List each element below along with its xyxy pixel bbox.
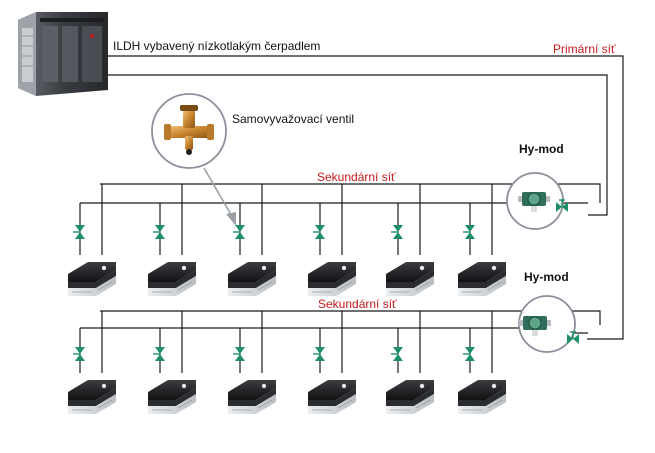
secondary-network-top-label: Sekundární síť — [317, 170, 396, 184]
two-way-valve-icon — [313, 225, 325, 239]
hymod-bottom-label: Hy-mod — [524, 270, 569, 284]
two-way-valve-icon — [463, 225, 475, 239]
callout-pointer-line — [203, 167, 234, 219]
indoor-units — [68, 225, 506, 414]
callout-pointer-arrowhead — [226, 212, 236, 226]
cassette-indoor-unit-icon — [228, 262, 276, 296]
hymod-bottom-valve-icon — [567, 331, 579, 344]
two-way-valve-icon — [73, 225, 85, 239]
pump-module-icon — [519, 316, 551, 336]
secondary-network-bottom-label: Sekundární síť — [318, 297, 397, 311]
two-way-valve-icon — [313, 347, 325, 361]
two-way-valve-icon — [73, 347, 85, 361]
cassette-indoor-unit-icon — [386, 262, 434, 296]
outdoor-unit-icon — [18, 12, 108, 96]
two-way-valve-icon — [233, 347, 245, 361]
balancing-valve-label: Samovyvažovací ventil — [232, 112, 355, 126]
secondary-pipe-bottom-supply — [100, 310, 601, 325]
two-way-valve-icon — [233, 225, 245, 239]
cassette-indoor-unit-icon — [68, 380, 116, 414]
hymod-top-valve-icon — [556, 199, 568, 212]
hymod-bottom — [518, 295, 579, 353]
balancing-valve-callout — [151, 93, 227, 169]
secondary-pipe-top-supply — [100, 183, 601, 203]
cassette-indoor-unit-icon — [458, 380, 506, 414]
cassette-indoor-unit-icon — [68, 262, 116, 296]
primary-pipe-outer — [108, 55, 624, 340]
two-way-valve-icon — [463, 347, 475, 361]
outdoor-unit-label: ILDH vybavený nízkotlakým čerpadlem — [113, 39, 321, 53]
hymod-top-label: Hy-mod — [519, 142, 564, 156]
cassette-indoor-unit-icon — [228, 380, 276, 414]
balancing-valve-icon — [164, 105, 214, 155]
cassette-indoor-unit-icon — [458, 262, 506, 296]
cassette-indoor-unit-icon — [308, 262, 356, 296]
two-way-valve-icon — [153, 347, 165, 361]
primary-network-label: Primární síť — [553, 42, 616, 56]
two-way-valve-icon — [391, 225, 403, 239]
cassette-indoor-unit-icon — [386, 380, 434, 414]
cassette-indoor-unit-icon — [308, 380, 356, 414]
cassette-indoor-unit-icon — [148, 380, 196, 414]
cassette-indoor-unit-icon — [148, 262, 196, 296]
hymod-top — [506, 172, 568, 230]
pump-module-icon — [518, 192, 550, 212]
primary-pipe-inner — [108, 74, 608, 216]
two-way-valve-icon — [391, 347, 403, 361]
two-way-valve-icon — [153, 225, 165, 239]
